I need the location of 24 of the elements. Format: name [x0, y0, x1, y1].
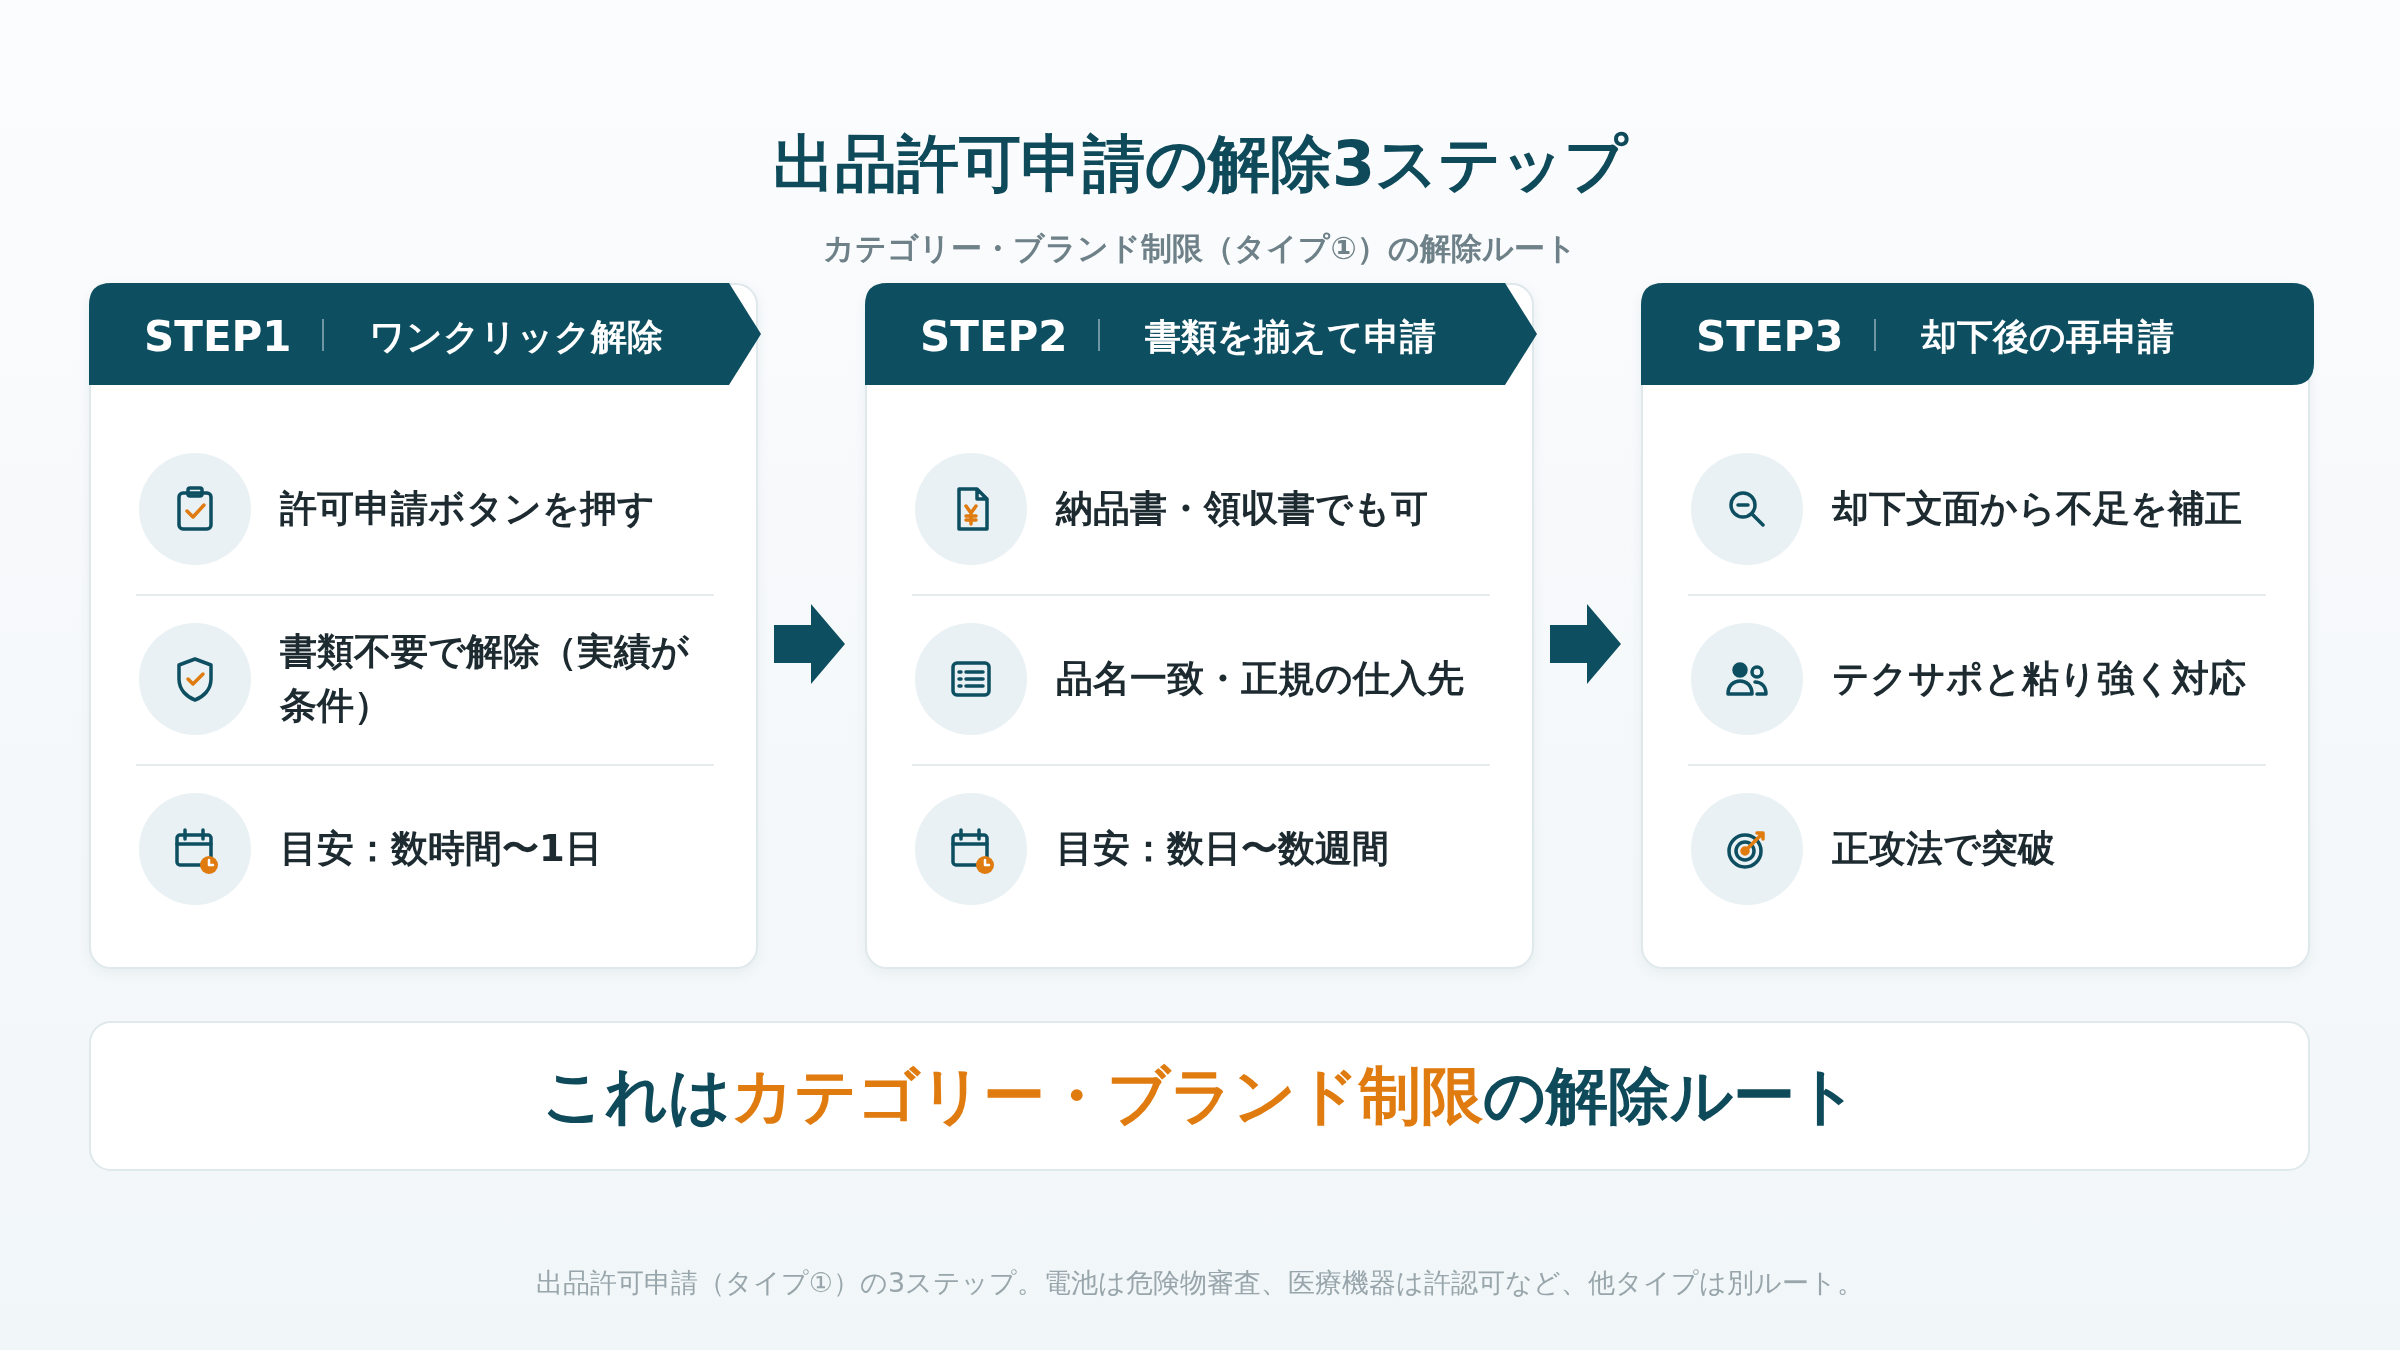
step-item-text: 正攻法で突破 [1832, 826, 2056, 873]
step-item-text: 目安：数日〜数週間 [1056, 826, 1390, 873]
summary-text: これはカテゴリー・ブランド制限の解除ルート [541, 1058, 1858, 1134]
subtitle: カテゴリー・ブランド制限（タイプ①）の解除ルート [822, 229, 1578, 268]
step-item-text: テクサポと粘り強く対応 [1832, 656, 2247, 703]
step-heading: 書類を揃えて申請 [1145, 315, 1436, 359]
flow-arrow [774, 604, 845, 684]
step-item-text: 却下文面から不足を補正 [1832, 486, 2243, 533]
step-heading: 却下後の再申請 [1921, 315, 2174, 359]
step-item-text: 書類不要で解除（実績が条件） [280, 629, 690, 729]
step-number: STEP1 [144, 311, 292, 363]
step-number: STEP2 [920, 311, 1068, 363]
step-item-text: 品名一致・正規の仕入先 [1056, 656, 1465, 703]
step-card [865, 283, 1534, 969]
step-number: STEP3 [1696, 311, 1844, 363]
flow-arrow [1550, 604, 1621, 684]
step-item-text: 許可申請ボタンを押す [280, 486, 656, 533]
step-heading: ワンクリック解除 [369, 315, 663, 359]
summary-banner [89, 1021, 2310, 1171]
diagram-title: 出品許可申請の解除3ステップ [771, 126, 1630, 202]
step-item-text: 納品書・領収書でも可 [1056, 486, 1429, 533]
step-card [89, 283, 758, 969]
footnote: 出品許可申請（タイプ①）の3ステップ。電池は危険物審査、医療機器は許認可など、他タイプは別ルート。 [534, 1266, 1866, 1300]
step-item-text: 目安：数時間〜1日 [280, 826, 603, 873]
